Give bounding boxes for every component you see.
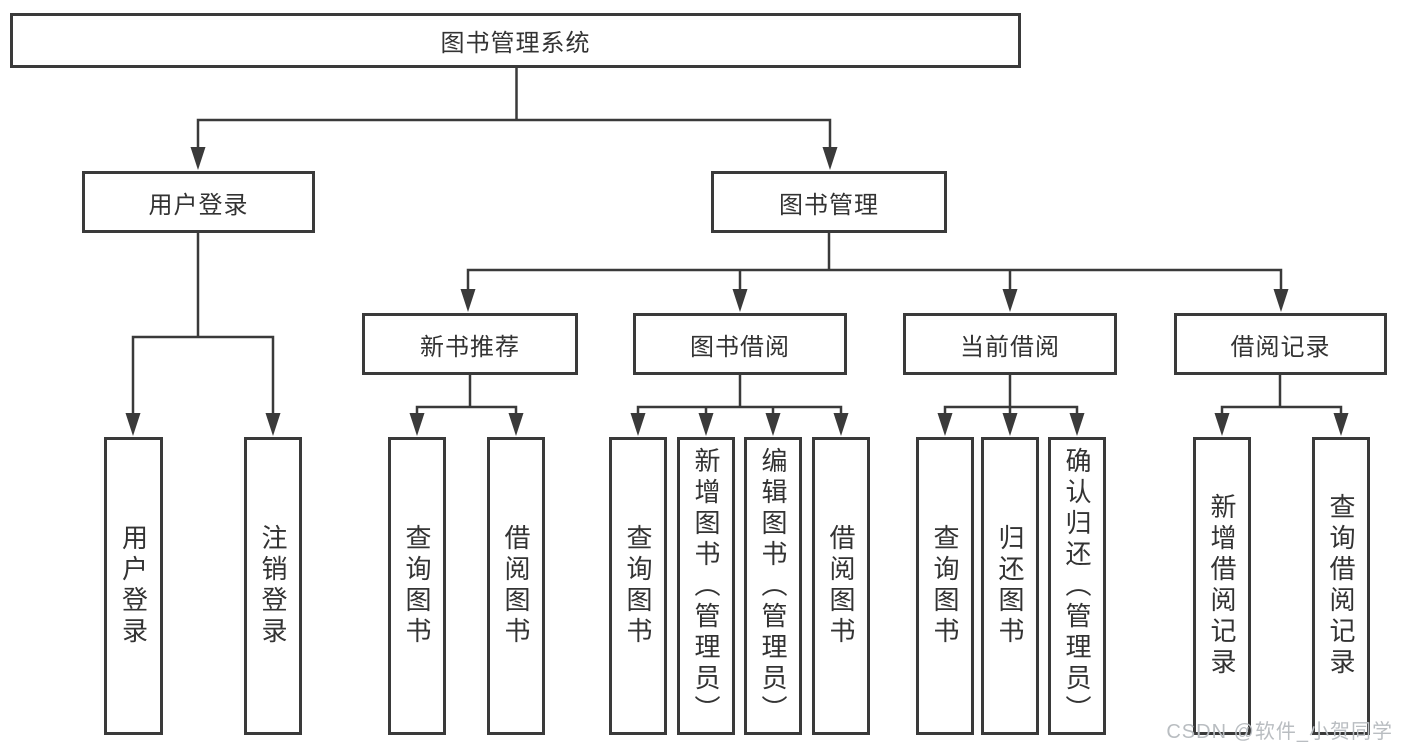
node-label: 注销登录 bbox=[258, 524, 288, 648]
leaf-add-book-admin: 新增图书（管理员） bbox=[677, 437, 735, 735]
node-label: 借阅记录 bbox=[1230, 333, 1331, 361]
node-label: 借阅图书 bbox=[501, 524, 531, 648]
node-current-borrowing: 当前借阅 bbox=[903, 313, 1117, 375]
arrowhead-icon bbox=[937, 413, 953, 436]
connector-bookborrow-to-leaves bbox=[636, 373, 843, 417]
connector-root-to-level2 bbox=[196, 65, 832, 152]
node-label: 新增图书（管理员） bbox=[691, 446, 721, 726]
connector-bookmgmt-to-level3 bbox=[466, 231, 1283, 292]
leaf-edit-book-admin: 编辑图书（管理员） bbox=[744, 437, 802, 735]
csdn-watermark: CSDN @软件_小贺同学 bbox=[1166, 721, 1393, 743]
arrowhead-icon bbox=[765, 413, 781, 436]
node-label: 查询借阅记录 bbox=[1326, 493, 1356, 679]
node-label: 查询图书 bbox=[402, 524, 432, 648]
arrowhead-icon bbox=[1002, 413, 1018, 436]
node-new-book-recommend: 新书推荐 bbox=[362, 313, 578, 375]
node-label: 图书借阅 bbox=[690, 333, 790, 361]
arrowhead-icon bbox=[125, 413, 141, 436]
arrowheads bbox=[125, 147, 1349, 436]
arrowhead-icon bbox=[1069, 413, 1085, 436]
node-label: 确认归还（管理员） bbox=[1062, 446, 1092, 726]
node-user-login: 用户登录 bbox=[82, 171, 315, 233]
leaf-borrow-books-recommend: 借阅图书 bbox=[487, 437, 545, 735]
node-label: 用户登录 bbox=[118, 524, 149, 648]
node-book-borrowing: 图书借阅 bbox=[633, 313, 847, 375]
connector-currentborrow-to-leaves bbox=[943, 373, 1079, 417]
arrowhead-icon bbox=[190, 147, 206, 170]
arrowhead-icon bbox=[630, 413, 646, 436]
leaf-confirm-return-admin: 确认归还（管理员） bbox=[1048, 437, 1106, 735]
leaf-query-books-recommend: 查询图书 bbox=[388, 437, 446, 735]
node-borrowing-records: 借阅记录 bbox=[1174, 313, 1387, 375]
node-label: 归还图书 bbox=[995, 524, 1025, 648]
leaf-user-login: 用户登录 bbox=[104, 437, 163, 735]
node-label: 新增借阅记录 bbox=[1207, 493, 1237, 679]
arrowhead-icon bbox=[732, 289, 748, 312]
connector-newbook-to-leaves bbox=[415, 373, 518, 417]
arrowhead-icon bbox=[265, 413, 281, 436]
connector-records-to-leaves bbox=[1220, 373, 1343, 417]
node-label: 借阅图书 bbox=[826, 524, 856, 648]
node-label: 当前借阅 bbox=[960, 333, 1060, 361]
arrowhead-icon bbox=[1214, 413, 1230, 436]
node-label: 用户登录 bbox=[148, 191, 249, 219]
leaf-query-books-borrowing: 查询图书 bbox=[609, 437, 667, 735]
arrowhead-icon bbox=[508, 413, 524, 436]
arrowhead-icon bbox=[1333, 413, 1349, 436]
leaf-return-book: 归还图书 bbox=[981, 437, 1039, 735]
leaf-query-books-current: 查询图书 bbox=[916, 437, 974, 735]
arrowhead-icon bbox=[698, 413, 714, 436]
arrowhead-icon bbox=[409, 413, 425, 436]
arrowhead-icon bbox=[1002, 289, 1018, 312]
node-label: 查询图书 bbox=[930, 524, 960, 648]
arrowhead-icon bbox=[833, 413, 849, 436]
leaf-query-borrow-record: 查询借阅记录 bbox=[1312, 437, 1370, 735]
connector-userlogin-to-leaves bbox=[131, 231, 275, 416]
node-label: 查询图书 bbox=[623, 524, 653, 648]
arrowhead-icon bbox=[822, 147, 838, 170]
leaf-borrow-books-borrowing: 借阅图书 bbox=[812, 437, 870, 735]
node-label: 图书管理 bbox=[779, 191, 879, 219]
node-label: 新书推荐 bbox=[420, 333, 520, 361]
node-library-management-system: 图书管理系统 bbox=[10, 13, 1021, 68]
node-label: 图书管理系统 bbox=[440, 30, 591, 57]
node-label: 编辑图书（管理员） bbox=[758, 446, 788, 726]
arrowhead-icon bbox=[460, 289, 476, 312]
leaf-logout: 注销登录 bbox=[244, 437, 302, 735]
leaf-add-borrow-record: 新增借阅记录 bbox=[1193, 437, 1251, 735]
node-book-management: 图书管理 bbox=[711, 171, 947, 233]
arrowhead-icon bbox=[1273, 289, 1289, 312]
